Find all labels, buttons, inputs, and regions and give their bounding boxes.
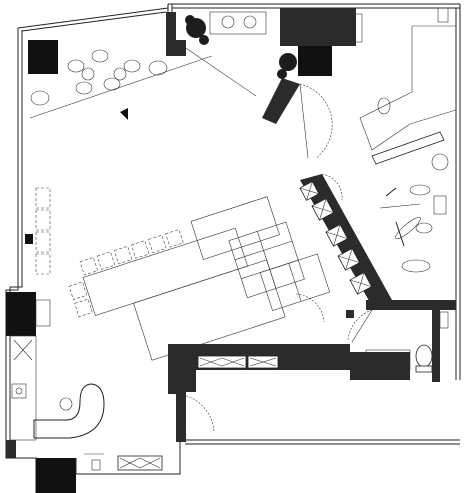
exterior-walls bbox=[5, 3, 461, 493]
bottom-counter-cabinets bbox=[117, 355, 279, 471]
plant-icon bbox=[185, 15, 297, 79]
column-bottom-left bbox=[36, 458, 76, 493]
dining-group-top-left bbox=[30, 49, 168, 106]
bathroom bbox=[365, 311, 449, 373]
left-counter bbox=[9, 299, 51, 441]
left-bench-seats bbox=[35, 187, 51, 275]
column-left-mid bbox=[6, 292, 36, 336]
right-lounge bbox=[371, 131, 449, 273]
central-table-grid bbox=[68, 196, 331, 361]
glazing-line bbox=[29, 55, 213, 119]
cabinet-blocks bbox=[299, 180, 373, 295]
chair-icon bbox=[30, 49, 168, 106]
sink-icon bbox=[377, 354, 399, 366]
door-swing-icon bbox=[175, 83, 373, 437]
top-furniture bbox=[209, 7, 457, 151]
toilet-icon bbox=[415, 344, 433, 368]
column-top-left bbox=[28, 40, 58, 74]
interior-walls bbox=[6, 78, 456, 458]
column-top-center bbox=[298, 42, 332, 76]
curved-bar bbox=[33, 383, 105, 439]
structural-columns bbox=[6, 8, 356, 493]
north-arrow-icon bbox=[120, 108, 128, 120]
diagonal-rail bbox=[179, 43, 257, 97]
bottom-enclosure bbox=[75, 442, 181, 475]
